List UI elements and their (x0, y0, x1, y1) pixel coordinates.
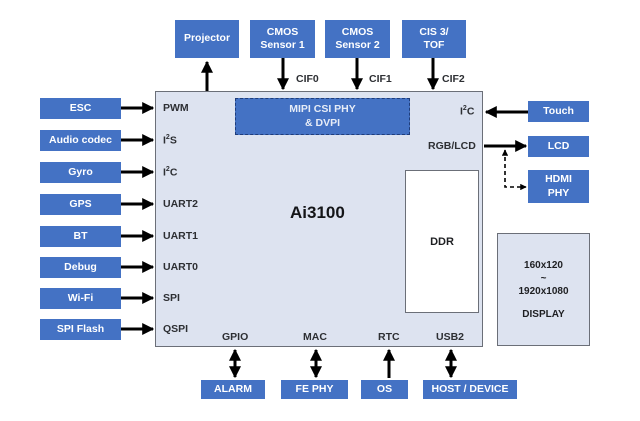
display-resolution-box: 160x120 ~ 1920x1080 DISPLAY (497, 233, 590, 346)
block-projector: Projector (175, 20, 239, 58)
block-gps: GPS (40, 194, 121, 215)
block-debug: Debug (40, 257, 121, 278)
block-host-device: HOST / DEVICE (423, 380, 517, 399)
display-min-res: 160x120 (524, 259, 563, 271)
display-label: DISPLAY (522, 308, 565, 320)
block-alarm: ALARM (201, 380, 265, 399)
label-i2c-left: I2C (163, 166, 178, 179)
block-lcd: LCD (528, 136, 589, 157)
label-spi: SPI (163, 292, 180, 304)
display-max-res: 1920x1080 (518, 285, 569, 297)
block-cis3-tof: CIS 3/ TOF (402, 20, 466, 58)
block-cmos-sensor-1: CMOS Sensor 1 (250, 20, 315, 58)
label-pwm: PWM (163, 102, 189, 114)
label-cif0: CIF0 (296, 73, 319, 85)
block-spi-flash: SPI Flash (40, 319, 121, 340)
label-rgb-lcd: RGB/LCD (428, 140, 476, 152)
arrow-hdmi-dashed (501, 149, 527, 191)
label-cif1: CIF1 (369, 73, 392, 85)
block-gyro: Gyro (40, 162, 121, 183)
block-cmos-sensor-2: CMOS Sensor 2 (325, 20, 390, 58)
label-cif2: CIF2 (442, 73, 465, 85)
chip-name: Ai3100 (290, 203, 345, 222)
label-usb2: USB2 (436, 331, 465, 343)
label-rtc: RTC (378, 331, 400, 343)
mipi-csi-block: MIPI CSI PHY & DVPI (235, 98, 410, 135)
label-gpio: GPIO (222, 331, 249, 343)
block-bt: BT (40, 226, 121, 247)
block-touch: Touch (528, 101, 589, 122)
label-mac: MAC (303, 331, 327, 343)
label-qspi: QSPI (163, 323, 189, 335)
ddr-block: DDR (405, 170, 479, 313)
block-wifi: Wi-Fi (40, 288, 121, 309)
block-audio-codec: Audio codec (40, 130, 121, 151)
label-i2s: I2S (163, 134, 177, 147)
label-uart1: UART1 (163, 230, 199, 242)
block-hdmi-phy: HDMI PHY (528, 170, 589, 203)
block-os: OS (361, 380, 408, 399)
label-uart0: UART0 (163, 261, 199, 273)
block-esc: ESC (40, 98, 121, 119)
label-i2c-right: I2C (460, 105, 475, 118)
display-separator: ~ (540, 272, 547, 284)
label-uart2: UART2 (163, 198, 199, 210)
block-fe-phy: FE PHY (281, 380, 348, 399)
